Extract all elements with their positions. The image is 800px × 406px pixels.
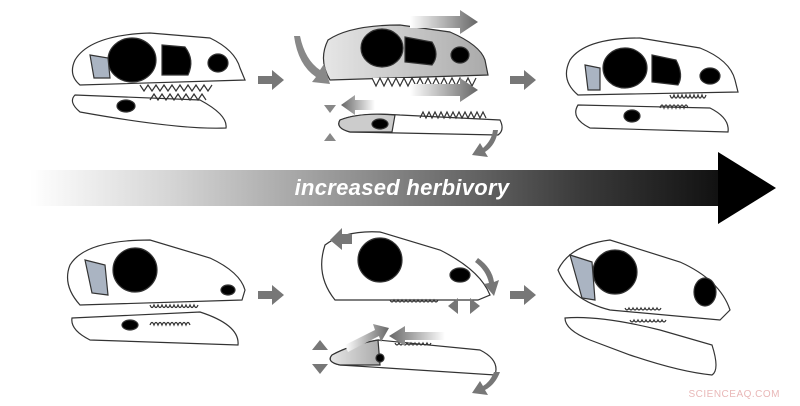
vertical-arrow-icon: [312, 340, 328, 374]
herbivory-gradient-band: [30, 170, 720, 206]
bottom-skull-2: [321, 231, 497, 376]
backward-arrow-icon: [389, 326, 445, 346]
gradient-arrowhead-icon: [718, 152, 776, 224]
rotation-arrow-icon: [294, 36, 330, 84]
bottom-skull-3: [557, 239, 731, 376]
watermark: SCIENCEAQ.COM: [688, 389, 780, 400]
top-skull-2: [322, 24, 503, 136]
stage-arrow-icon: [258, 285, 284, 305]
rotation-arrow-icon: [330, 228, 352, 250]
forward-arrow-icon: [410, 78, 478, 102]
horizontal-arrow-icon: [448, 298, 480, 314]
vertical-arrow-icon: [324, 105, 336, 141]
backward-arrow-icon: [341, 95, 375, 115]
bottom-skull-1: [67, 239, 246, 346]
motion-arrows-bottom: [312, 228, 500, 395]
stage-arrow-icon: [510, 70, 536, 90]
top-skull-3: [565, 37, 739, 133]
motion-arrows-top: [294, 10, 498, 157]
top-skull-1: [71, 32, 246, 129]
forward-arrow-icon: [410, 10, 478, 34]
stage-arrow-icon: [510, 285, 536, 305]
rotation-arrow-icon: [472, 372, 500, 395]
rotation-arrow-icon: [472, 130, 498, 157]
diagonal-arrow-icon: [345, 324, 389, 352]
stage-arrow-icon: [258, 70, 284, 90]
axis-label: increased herbivory: [294, 175, 510, 200]
rotation-arrow-icon: [475, 258, 499, 296]
